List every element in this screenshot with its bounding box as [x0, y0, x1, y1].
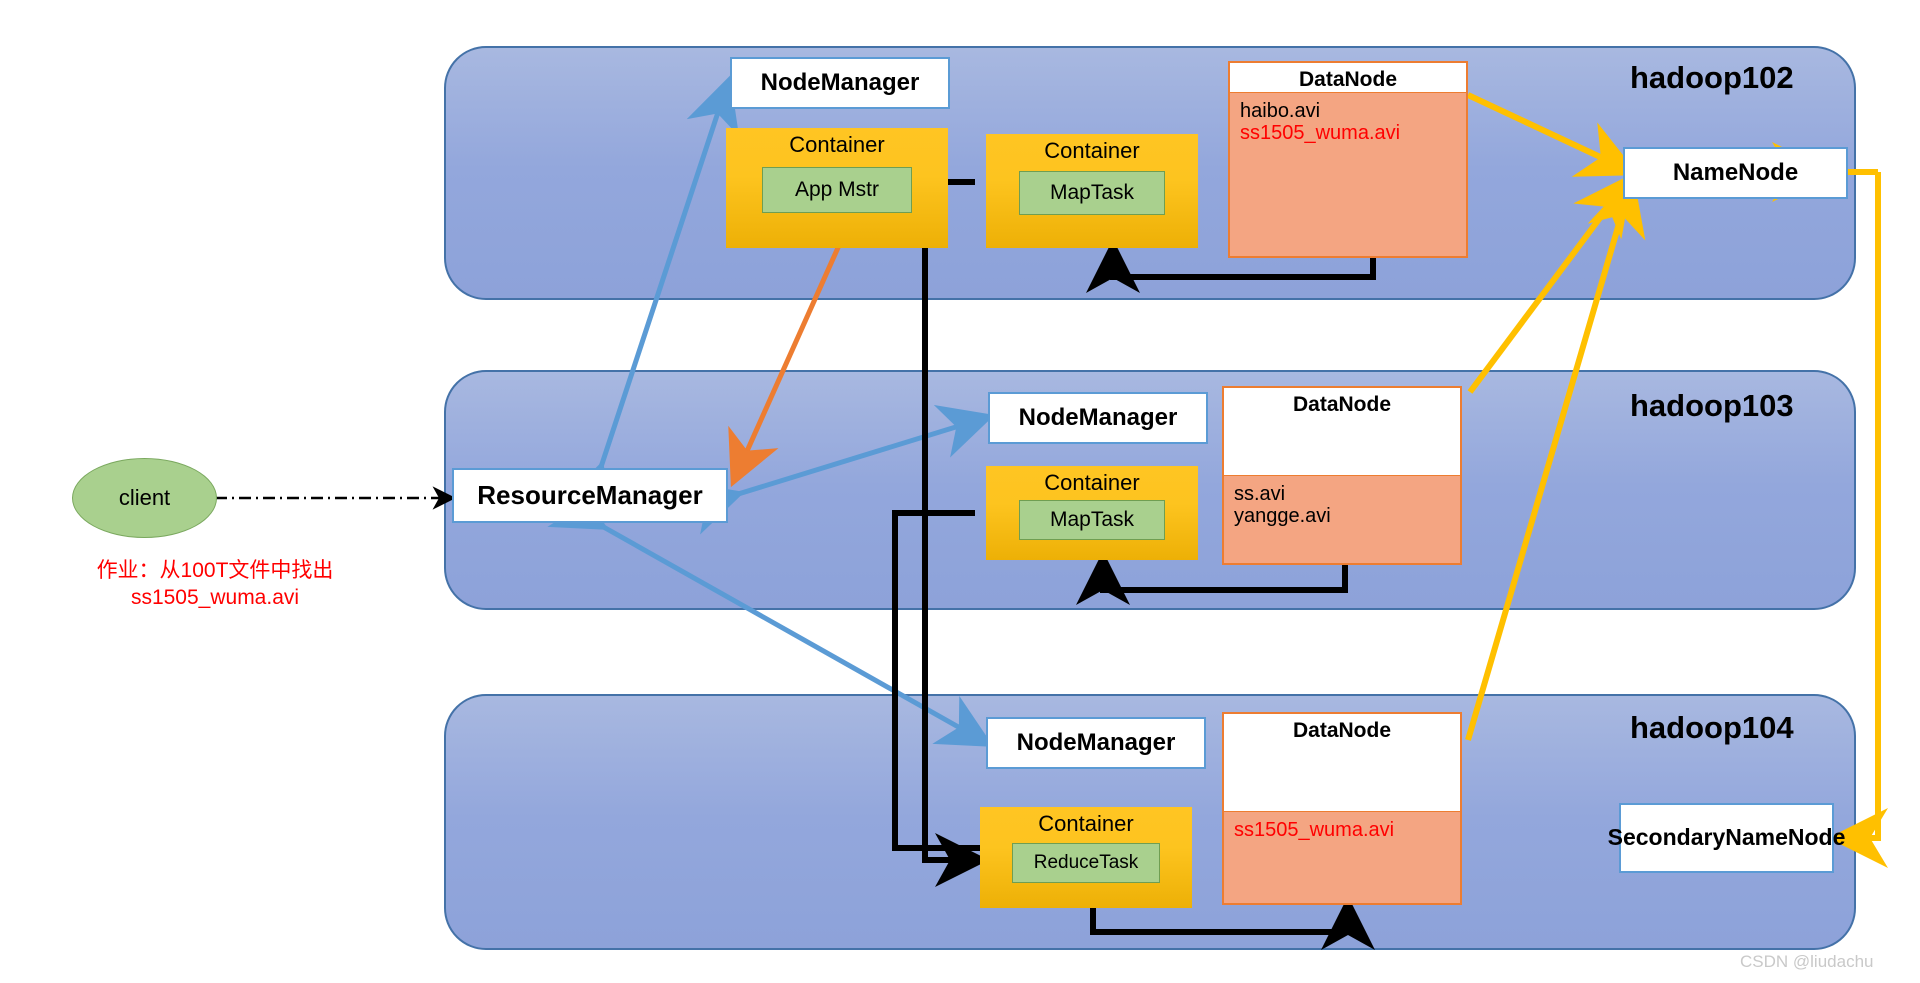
- container-maptask-hadoop102[interactable]: Container MapTask: [986, 134, 1198, 248]
- client-job-note: 作业：从100T文件中找出 ss1505_wuma.avi: [96, 559, 334, 609]
- nodemanager-label: NodeManager: [1018, 404, 1178, 431]
- container-appmstr-hadoop102[interactable]: Container App Mstr: [726, 128, 948, 248]
- datanode-spacer: [1224, 743, 1460, 811]
- nodemanager-hadoop103[interactable]: NodeManager: [988, 392, 1208, 444]
- nodemanager-label: NodeManager: [760, 69, 920, 96]
- task-app-mstr[interactable]: App Mstr: [762, 167, 912, 213]
- namenode-label: NameNode: [1672, 159, 1799, 186]
- datanode-file-highlighted: ss1505_wuma.avi: [1240, 122, 1401, 145]
- secondarynamenode-label: SecondaryNameNode: [1607, 824, 1846, 851]
- namenode-node[interactable]: NameNode: [1623, 147, 1848, 199]
- task-reduce-task[interactable]: ReduceTask: [1012, 843, 1160, 883]
- task-map-task[interactable]: MapTask: [1019, 500, 1165, 540]
- host-label-hadoop103: hadoop103: [1630, 388, 1794, 423]
- container-reducetask-hadoop104[interactable]: Container ReduceTask: [980, 807, 1192, 908]
- datanode-hadoop102[interactable]: DataNode haibo.avi ss1505_wuma.avi: [1228, 61, 1468, 258]
- nodemanager-hadoop104[interactable]: NodeManager: [986, 717, 1206, 769]
- host-label-hadoop102: hadoop102: [1630, 60, 1794, 95]
- datanode-file: yangge.avi: [1234, 505, 1331, 528]
- datanode-hadoop104[interactable]: DataNode ss1505_wuma.avi: [1222, 712, 1462, 905]
- host-label-hadoop104: hadoop104: [1630, 710, 1794, 745]
- resourcemanager-label: ResourceManager: [477, 480, 703, 510]
- task-label: MapTask: [1049, 508, 1135, 531]
- watermark: CSDN @liudachu: [1740, 952, 1874, 971]
- datanode-file-list: haibo.avi ss1505_wuma.avi: [1230, 92, 1466, 256]
- client-node[interactable]: client: [72, 458, 217, 538]
- task-label: App Mstr: [794, 178, 880, 201]
- nodemanager-label: NodeManager: [1016, 729, 1176, 756]
- task-map-task[interactable]: MapTask: [1019, 171, 1165, 215]
- client-label: client: [118, 485, 171, 510]
- container-title: Container: [1038, 811, 1134, 836]
- datanode-title: DataNode: [1230, 63, 1466, 92]
- datanode-file: ss.avi: [1234, 483, 1286, 505]
- secondarynamenode-node[interactable]: SecondaryNameNode: [1608, 803, 1845, 873]
- container-title: Container: [789, 132, 885, 157]
- container-maptask-hadoop103[interactable]: Container MapTask: [986, 466, 1198, 560]
- datanode-file-list: ss.avi yangge.avi: [1224, 475, 1460, 563]
- resourcemanager-node[interactable]: ResourceManager: [452, 468, 728, 523]
- nodemanager-hadoop102[interactable]: NodeManager: [730, 57, 950, 109]
- datanode-hadoop103[interactable]: DataNode ss.avi yangge.avi: [1222, 386, 1462, 565]
- container-title: Container: [1044, 138, 1140, 163]
- task-label: ReduceTask: [1033, 852, 1139, 873]
- datanode-title: DataNode: [1224, 714, 1460, 743]
- container-title: Container: [1044, 470, 1140, 495]
- datanode-file-list: ss1505_wuma.avi: [1224, 811, 1460, 903]
- datanode-file-highlighted: ss1505_wuma.avi: [1234, 819, 1395, 841]
- task-label: MapTask: [1049, 181, 1135, 204]
- datanode-title: DataNode: [1224, 388, 1460, 417]
- datanode-spacer: [1224, 417, 1460, 475]
- datanode-file: haibo.avi: [1240, 100, 1321, 122]
